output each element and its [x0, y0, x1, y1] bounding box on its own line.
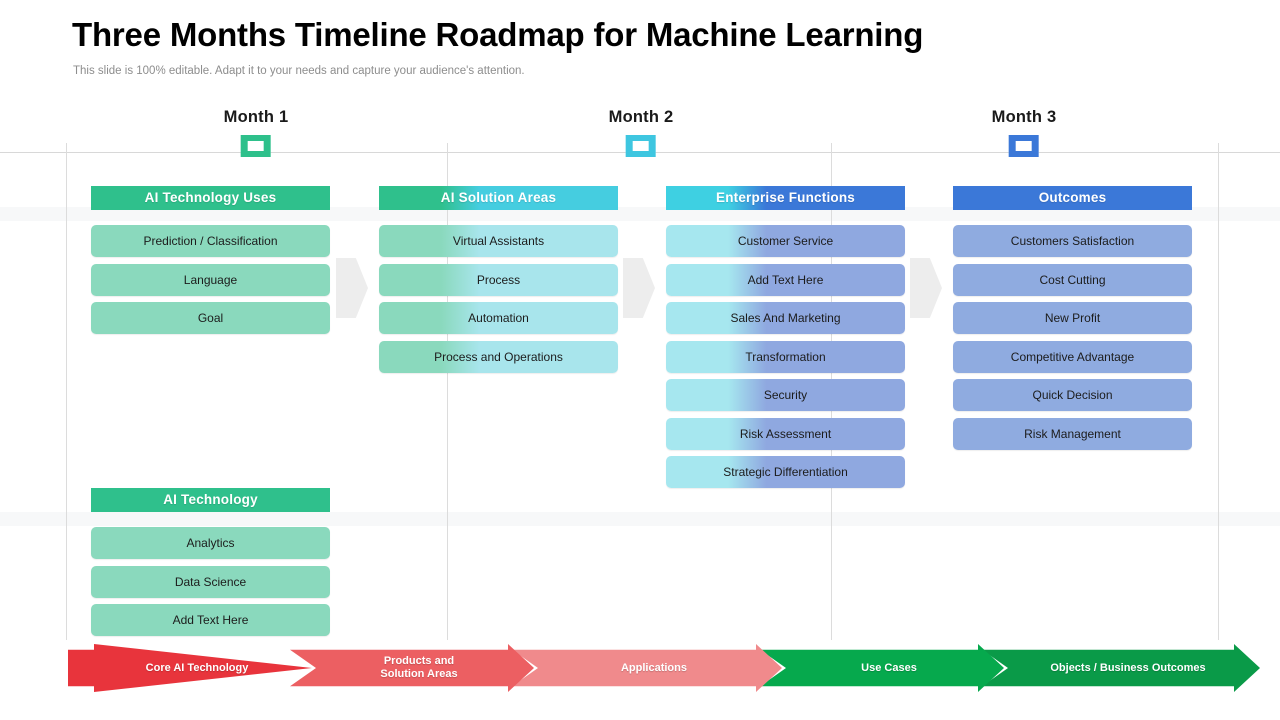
card-item[interactable]: Process — [379, 263, 618, 296]
background-band-bottom — [0, 512, 1280, 526]
page-subtitle: This slide is 100% editable. Adapt it to… — [73, 65, 525, 77]
card-item[interactable]: Transformation — [666, 340, 905, 373]
timeline-month-1[interactable]: Month 1 — [224, 108, 289, 157]
card-item[interactable]: Add Text Here — [666, 263, 905, 296]
timeline-month-2[interactable]: Month 2 — [609, 108, 674, 157]
card-item[interactable]: New Profit — [953, 302, 1192, 334]
ribbon-stage-label: Use Cases — [861, 661, 917, 674]
card-item[interactable]: Customers Satisfaction — [953, 225, 1192, 257]
ribbon-stage-2[interactable]: Applications — [512, 644, 782, 692]
month-marker-square-icon — [1008, 135, 1039, 157]
column-divider-0 — [66, 143, 67, 640]
column-header-enterprise-functions[interactable]: Enterprise Functions — [666, 186, 905, 210]
card-item[interactable]: Goal — [91, 302, 330, 334]
separator-arrow-icon-0 — [336, 258, 368, 318]
ribbon-stage-3[interactable]: Use Cases — [760, 644, 1004, 692]
column-divider-3 — [1218, 143, 1219, 640]
card-item[interactable]: Competitive Advantage — [953, 340, 1192, 373]
separator-arrow-icon-2 — [910, 258, 942, 318]
card-item[interactable]: Prediction / Classification — [91, 225, 330, 257]
column-header-ai-solution-areas[interactable]: AI Solution Areas — [379, 186, 618, 210]
ribbon-stage-label: Applications — [620, 661, 687, 674]
card-item[interactable]: Risk Assessment — [666, 417, 905, 450]
card-item[interactable]: Automation — [379, 302, 618, 334]
column-divider-1 — [447, 143, 448, 640]
month-label: Month 1 — [223, 108, 289, 126]
ribbon-stage-label: Objects / Business Outcomes — [1050, 661, 1206, 674]
ribbon-stage-4[interactable]: Objects / Business Outcomes — [982, 644, 1260, 692]
month-marker-square-icon — [240, 135, 271, 157]
card-item[interactable]: Security — [666, 379, 905, 411]
page-title: Three Months Timeline Roadmap for Machin… — [72, 16, 924, 53]
card-item[interactable]: Customer Service — [666, 225, 905, 257]
card-item[interactable]: Quick Decision — [953, 379, 1192, 411]
card-item[interactable]: Language — [91, 263, 330, 296]
card-item[interactable]: Data Science — [91, 565, 330, 598]
ribbon-stage-0[interactable]: Core AI Technology — [68, 644, 312, 692]
background-band-top — [0, 207, 1280, 221]
card-item[interactable]: Virtual Assistants — [379, 225, 618, 257]
column-header-ai-technology-uses[interactable]: AI Technology Uses — [91, 186, 330, 210]
card-item[interactable]: Sales And Marketing — [666, 302, 905, 334]
timeline-month-3[interactable]: Month 3 — [992, 108, 1057, 157]
card-item[interactable]: Add Text Here — [91, 604, 330, 636]
ribbon-stage-label: Core AI Technology — [145, 661, 249, 674]
card-item[interactable]: Process and Operations — [379, 340, 618, 373]
card-item[interactable]: Cost Cutting — [953, 263, 1192, 296]
month-label: Month 2 — [608, 108, 674, 126]
month-marker-square-icon — [625, 135, 656, 157]
month-label: Month 3 — [991, 108, 1057, 126]
card-item[interactable]: Analytics — [91, 527, 330, 559]
card-item[interactable]: Risk Management — [953, 417, 1192, 450]
card-item[interactable]: Strategic Differentiation — [666, 456, 905, 488]
separator-arrow-icon-1 — [623, 258, 655, 318]
column-header-outcomes[interactable]: Outcomes — [953, 186, 1192, 210]
column-header-ai-technology[interactable]: AI Technology — [91, 488, 330, 512]
